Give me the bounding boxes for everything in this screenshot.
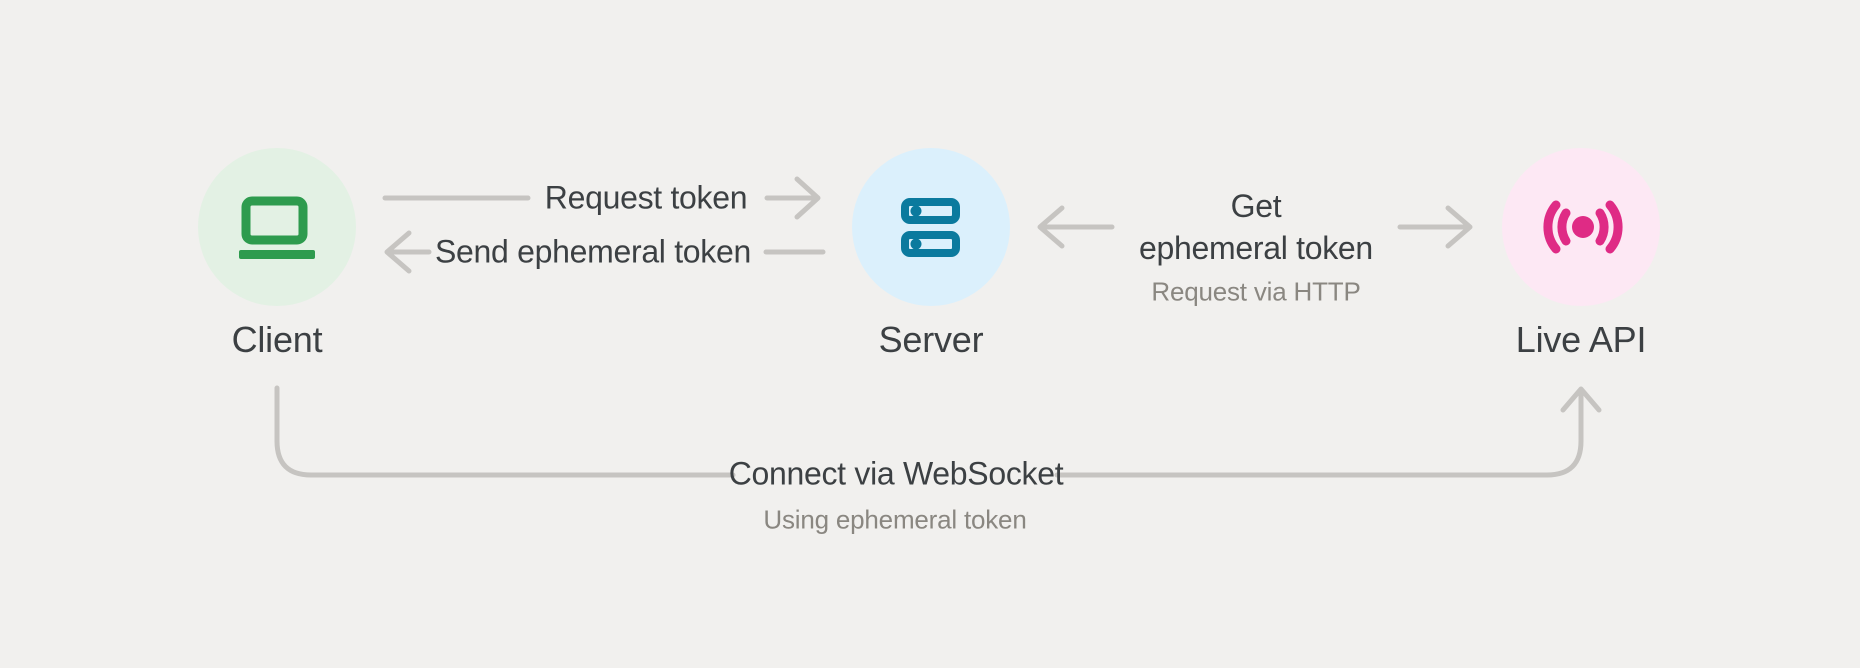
live-broadcast-icon	[1543, 200, 1623, 254]
send-ephemeral-arrow-left-icon	[384, 230, 432, 274]
connect-via-websocket-label: Connect via WebSocket	[728, 455, 1064, 492]
request-token-label: Request token	[544, 179, 748, 216]
get-ephemeral-token-label-line2: ephemeral token	[1139, 230, 1373, 266]
websocket-line-left	[274, 385, 736, 478]
laptop-icon	[239, 196, 315, 259]
using-ephemeral-token-sublabel: Using ephemeral token	[763, 504, 1027, 535]
node-server	[852, 148, 1010, 306]
request-via-http-sublabel: Request via HTTP	[1151, 276, 1361, 307]
get-token-arrow-right-icon	[1397, 205, 1473, 249]
server-node-label: Server	[878, 319, 984, 360]
request-token-arrow-right-icon	[764, 176, 821, 220]
client-circle	[198, 148, 356, 306]
get-ephemeral-token-label: Get ephemeral token	[1139, 185, 1373, 269]
server-rack-icon	[901, 198, 960, 257]
connector-lines	[274, 176, 1602, 478]
server-circle	[852, 148, 1010, 306]
send-ephemeral-token-label: Send ephemeral token	[434, 233, 752, 270]
node-client	[198, 148, 356, 306]
get-token-arrow-left-icon	[1037, 205, 1115, 249]
node-live-api	[1502, 148, 1660, 306]
live-api-node-label: Live API	[1515, 319, 1647, 360]
client-node-label: Client	[231, 319, 323, 360]
get-ephemeral-token-label-line1: Get	[1230, 188, 1282, 224]
websocket-line-right-arrow-up-icon	[1054, 386, 1602, 478]
